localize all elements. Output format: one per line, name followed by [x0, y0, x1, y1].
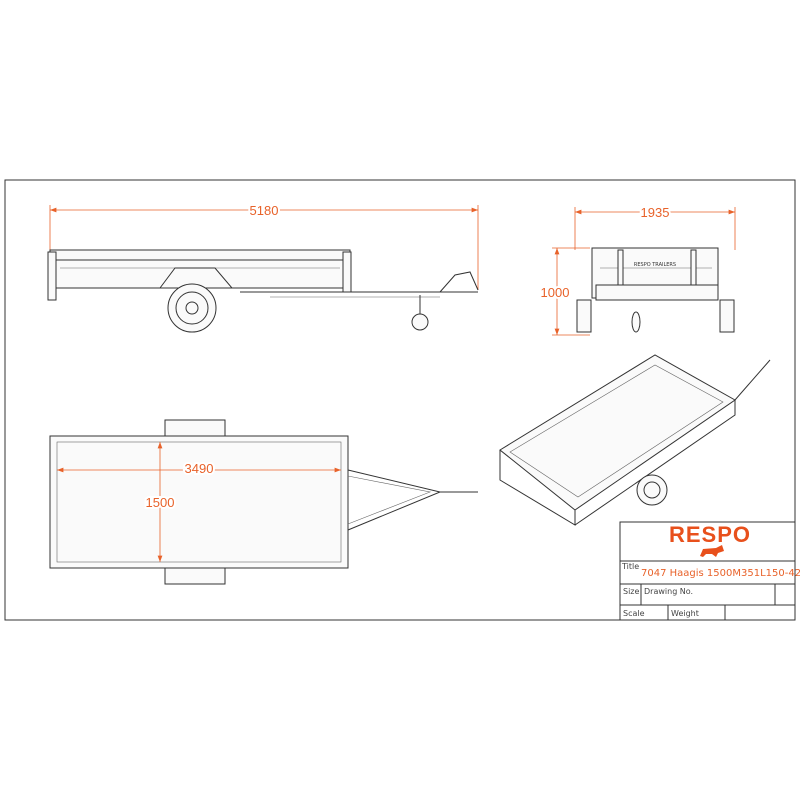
respo-logo: RESPO [669, 522, 751, 547]
jockey-wheel [411, 313, 429, 331]
title-value: 7047 Haagis 1500M351L150-42 KE-EU1- [641, 568, 800, 579]
isometric-view [499, 354, 771, 526]
size-label: Size [623, 587, 640, 596]
top-view: 3490 1500 [49, 419, 478, 585]
title-label: Title [621, 562, 639, 571]
rear-brand-label: RESPO TRAILERS [634, 262, 676, 268]
wheel [167, 283, 217, 333]
dimension-rear-height: 1000 [541, 285, 570, 300]
weight-label: Weight [671, 609, 699, 618]
title-block: RESPO Title 7047 Haagis 1500M351L150-42 … [619, 521, 800, 621]
dimension-bed-length: 3490 [185, 461, 214, 476]
drawing-no-label: Drawing No. [644, 587, 693, 596]
scale-label: Scale [623, 609, 645, 618]
rear-view: 1935 1000 RESPO TRAILERS [539, 203, 736, 336]
dimension-bed-width: 1500 [146, 495, 175, 510]
bull-logo-icon [700, 545, 724, 557]
dimension-rear-width: 1935 [641, 205, 670, 220]
drawing-frame [4, 179, 796, 621]
side-view: 5180 [47, 201, 479, 333]
dimension-side-length: 5180 [250, 203, 279, 218]
